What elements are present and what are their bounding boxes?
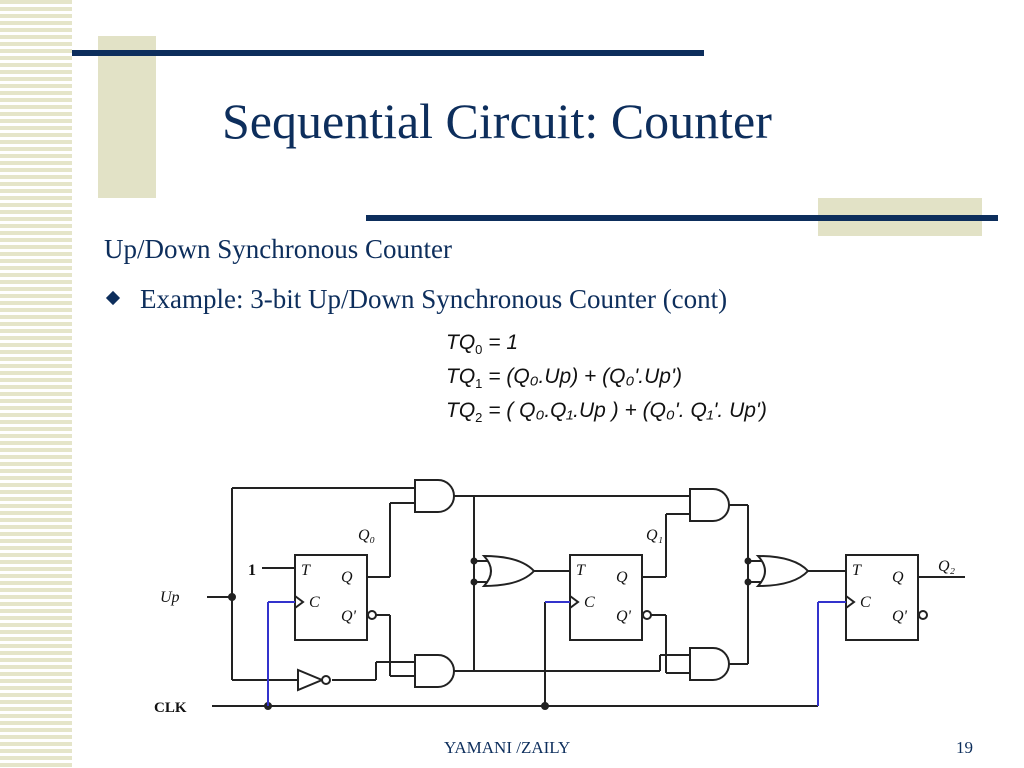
ff1-qn-label: Q' [616,608,632,625]
up-wires [207,487,415,681]
slide-subtitle: Up/Down Synchronous Counter [104,234,452,264]
equation-list: TQ0 = 1 TQ1 = (Q₀.Up) + (Q₀'.Up') TQ2 = … [446,326,767,428]
equation-tq2: TQ2 = ( Q₀.Q₁.Up ) + (Q₀'. Q₁'. Up') [446,399,767,426]
stage1-wires [470,495,690,672]
and-gate-top-2 [689,488,748,522]
ff2-qn-label: Q' [892,608,908,625]
q1-wires [642,513,690,674]
ff1-q-label: Q [616,569,628,586]
and-gate-bottom-1 [414,654,474,688]
top-rule [72,50,704,56]
bullet-text: Example: 3-bit Up/Down Synchronous Count… [140,284,728,314]
ff0-t-label: T [301,562,311,579]
ff2-t-label: T [852,562,862,579]
footer-author: YAMANI /ZAILY [444,738,571,757]
q2-output-label: Q₂ [938,558,956,575]
up-input-label: Up [160,589,180,606]
q0-wires [367,502,415,677]
ff1-t-label: T [576,562,586,579]
ff0-qn-label: Q' [341,608,357,625]
bullet-item: Example: 3-bit Up/Down Synchronous Count… [104,284,727,315]
ff2-q-label: Q [892,569,904,586]
one-input-label: 1 [248,562,256,579]
bottom-rule [366,215,998,221]
side-stripes [0,0,72,768]
clk-input-label: CLK [154,700,187,716]
page-number: 19 [956,738,973,757]
equation-tq0: TQ0 = 1 [446,331,519,358]
and-gate-bottom-2 [689,647,748,681]
equation-tq1: TQ1 = (Q₀.Up) + (Q₀'.Up') [446,365,682,392]
ff0-q-label: Q [341,569,353,586]
or-gate-1 [481,554,570,588]
q1-output-label: Q₁ [646,527,663,544]
ff1-c-label: C [584,594,595,611]
q0-output-label: Q₀ [358,527,375,544]
flipflop-q1 [569,554,643,641]
ff0-c-label: C [309,594,320,611]
flipflop-q2 [845,554,965,641]
slide-title: Sequential Circuit: Counter [222,93,772,149]
flipflop-q0 [262,554,368,641]
or-gate-2 [755,554,846,588]
title-deco-box [98,36,156,198]
not-gate [297,668,331,692]
ff2-c-label: C [860,594,871,611]
and-gate-top-1 [414,479,474,513]
stage2-wires [744,505,764,664]
clock-wires [212,601,846,710]
